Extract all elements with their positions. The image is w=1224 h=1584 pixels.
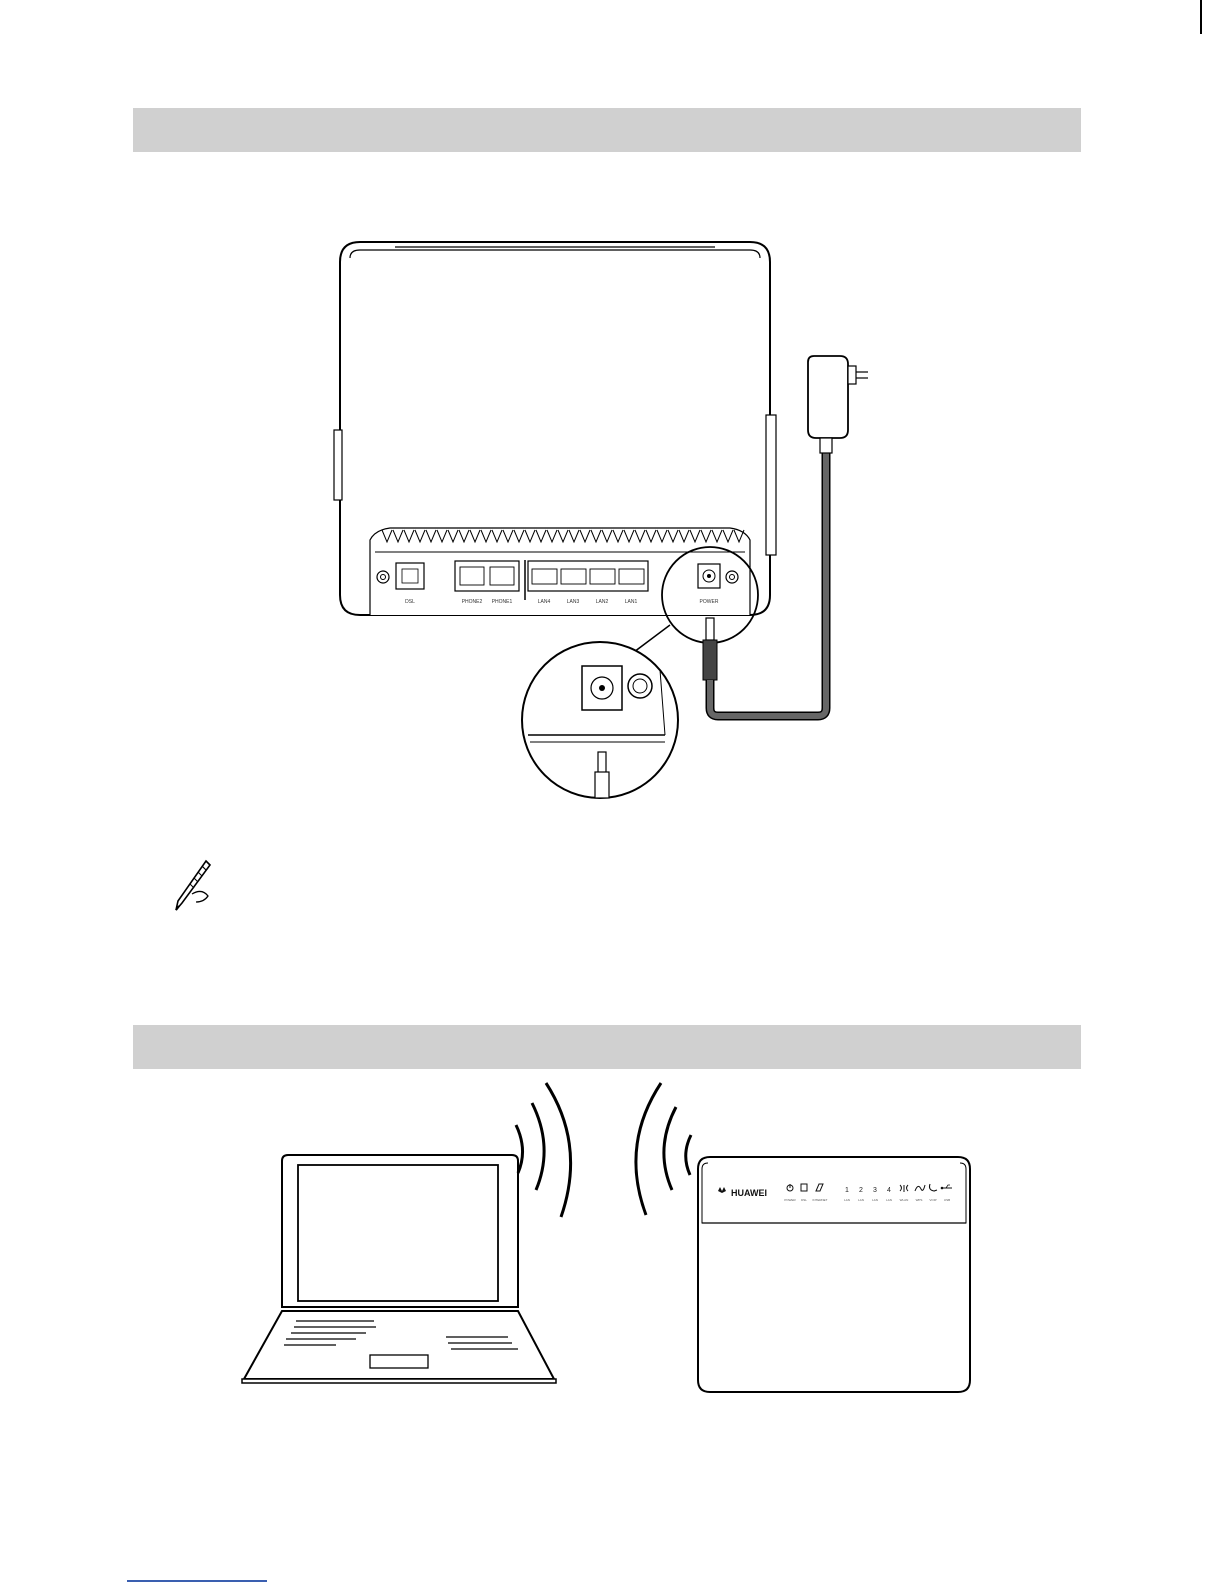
- led-label-usb: USB: [944, 1198, 950, 1202]
- led-number-1: 1: [845, 1187, 849, 1194]
- laptop-illustration: [242, 1155, 556, 1383]
- power-connection-figure: DSL PHONE2 PHONE1 LAN4 LAN3 LAN2 LAN1: [320, 230, 900, 810]
- port-label-lan2: LAN2: [596, 599, 609, 605]
- power-adapter: [808, 356, 868, 453]
- port-label-power: POWER: [700, 599, 719, 605]
- zoom-inset: [522, 642, 678, 798]
- brand-name: HUAWEI: [731, 1188, 767, 1198]
- port-label-lan3: LAN3: [567, 599, 580, 605]
- led-number-3: 3: [873, 1187, 877, 1194]
- led-label-wlan: WLAN: [900, 1198, 909, 1202]
- power-port: POWER: [698, 564, 720, 605]
- port-label-dsl: DSL: [405, 599, 415, 605]
- led-label-lan4: LAN: [886, 1198, 892, 1202]
- led-label-lan1: LAN: [844, 1198, 850, 1202]
- led-label-wps: WPS: [916, 1198, 923, 1202]
- section-header-bar-1: [133, 108, 1081, 152]
- port-label-lan1: LAN1: [625, 599, 638, 605]
- port-label-phone2: PHONE2: [462, 599, 483, 605]
- left-side-tab: [334, 430, 342, 500]
- led-label-power: POWER: [784, 1198, 796, 1202]
- led-number-4: 4: [887, 1187, 891, 1194]
- section-header-bar-2: [133, 1025, 1081, 1069]
- power-plug: [703, 618, 717, 680]
- port-label-lan4: LAN4: [538, 599, 551, 605]
- wireless-illustration: HUAWEI POWER DSL INTERNET 1 2 3 4 LAN LA…: [236, 1075, 986, 1405]
- footer-link-underline: [127, 1580, 267, 1582]
- port-label-phone1: PHONE1: [492, 599, 513, 605]
- right-side-tab: [766, 415, 776, 555]
- screw-right: [726, 571, 738, 583]
- screw-left: [377, 571, 389, 583]
- led-label-dsl: DSL: [801, 1198, 807, 1202]
- router-front-illustration: HUAWEI POWER DSL INTERNET 1 2 3 4 LAN LA…: [698, 1157, 970, 1392]
- led-label-lan3: LAN: [872, 1198, 878, 1202]
- led-label-internet: INTERNET: [813, 1198, 828, 1202]
- top-right-rule: [1200, 0, 1202, 34]
- router-rear-illustration: DSL PHONE2 PHONE1 LAN4 LAN3 LAN2 LAN1: [320, 230, 900, 810]
- wireless-connection-figure: HUAWEI POWER DSL INTERNET 1 2 3 4 LAN LA…: [236, 1075, 986, 1405]
- led-label-lan2: LAN: [858, 1198, 864, 1202]
- wireless-signal-icon: [516, 1083, 691, 1217]
- led-number-2: 2: [859, 1187, 863, 1194]
- pen-note-icon: [168, 858, 218, 916]
- led-label-voip: VOIP: [929, 1198, 936, 1202]
